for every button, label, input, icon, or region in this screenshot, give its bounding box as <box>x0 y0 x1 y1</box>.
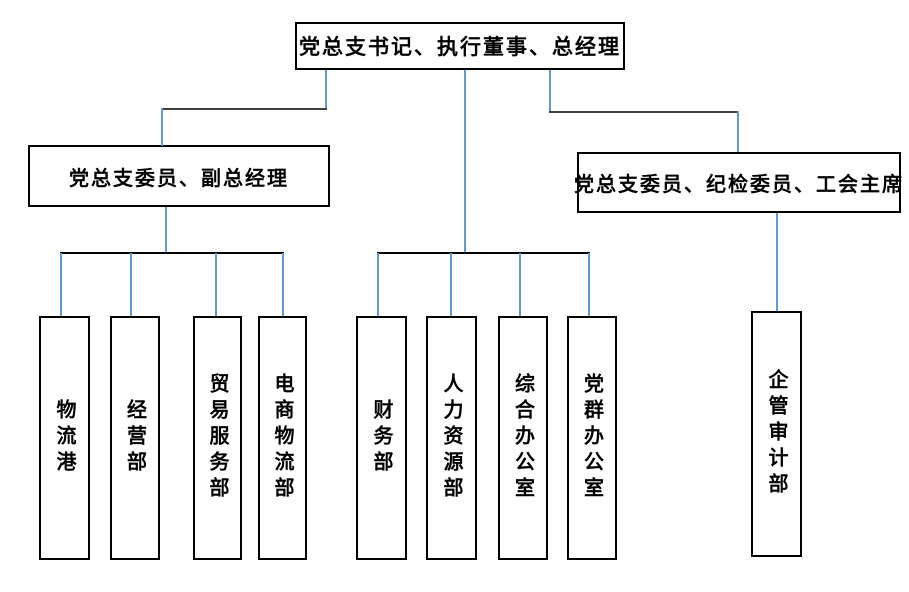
connector-right-branch-drop <box>737 111 739 152</box>
org-box-dept-human-resources: 人力资源部 <box>426 316 477 560</box>
org-box-dept-logistics-port: 物流港 <box>39 316 90 560</box>
org-box-root-label: 党总支书记、执行董事、总经理 <box>299 35 621 59</box>
connector-drop-trade-services <box>215 253 217 316</box>
connector-left-branch-down <box>165 207 167 253</box>
connector-drop-party-masses-office <box>588 253 590 316</box>
org-box-dept-enterprise-audit-label: 企管审计部 <box>765 369 787 499</box>
connector-root-left-drop <box>325 70 327 108</box>
org-box-dept-general-office-label: 综合办公室 <box>511 373 534 503</box>
org-box-dept-party-masses-office-label: 党群办公室 <box>580 373 603 503</box>
org-box-dept-finance-label: 财务部 <box>370 399 392 477</box>
org-box-dept-operations-label: 经营部 <box>123 399 146 477</box>
org-box-deputy-general-manager: 党总支委员、副总经理 <box>28 145 330 207</box>
connector-drop-enterprise-audit <box>776 213 778 311</box>
org-box-dept-ecommerce-logistics: 电商物流部 <box>258 316 307 560</box>
org-box-dept-general-office: 综合办公室 <box>498 316 548 560</box>
connector-drop-ecommerce-logistics <box>282 253 284 316</box>
org-box-discipline-union-chair-label: 党总支委员、纪检委员、工会主席 <box>574 174 904 196</box>
org-box-dept-trade-services: 贸易服务部 <box>193 316 242 560</box>
connector-root-center-drop <box>464 70 466 253</box>
org-box-dept-operations: 经营部 <box>110 316 160 560</box>
connector-middle-distributor <box>377 252 590 254</box>
connector-left-distributor <box>60 252 284 254</box>
org-box-dept-trade-services-label: 贸易服务部 <box>206 373 228 503</box>
connector-drop-logistics-port <box>60 253 62 316</box>
org-box-deputy-general-manager-label: 党总支委员、副总经理 <box>69 167 289 190</box>
org-box-dept-party-masses-office: 党群办公室 <box>567 316 617 560</box>
connector-drop-general-office <box>519 253 521 316</box>
org-box-dept-enterprise-audit: 企管审计部 <box>751 311 802 557</box>
connector-root-right-drop <box>549 70 551 111</box>
org-box-dept-ecommerce-logistics-label: 电商物流部 <box>271 373 293 503</box>
org-box-discipline-union-chair: 党总支委员、纪检委员、工会主席 <box>574 152 904 213</box>
connector-drop-human-resources <box>450 253 452 316</box>
connector-drop-finance <box>377 253 379 316</box>
connector-root-left-horizontal <box>161 108 327 110</box>
org-box-dept-finance: 财务部 <box>356 316 407 560</box>
connector-root-right-horizontal <box>549 111 739 113</box>
org-box-dept-human-resources-label: 人力资源部 <box>440 373 462 503</box>
connector-left-branch-drop <box>161 108 163 146</box>
org-box-root: 党总支书记、执行董事、总经理 <box>295 22 625 70</box>
connector-drop-operations <box>130 253 132 316</box>
org-box-dept-logistics-port-label: 物流港 <box>53 399 75 477</box>
